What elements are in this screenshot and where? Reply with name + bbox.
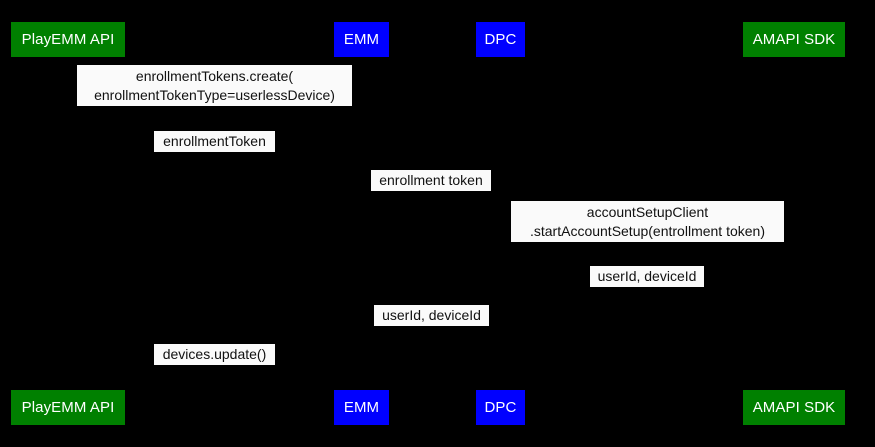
participant-header-amapi-sdk[interactable]: AMAPI SDK — [743, 22, 845, 57]
participant-footer-emm[interactable]: EMM — [334, 390, 389, 425]
message-label-devices-update-text: devices.update() — [162, 346, 267, 362]
message-arrow-6 — [361, 326, 500, 327]
message-label-enrollment-token-response: enrollmentToken — [154, 131, 275, 152]
message-label-enrollment-token-transfer-text: enrollment token — [379, 172, 483, 188]
participant-header-dpc[interactable]: DPC — [476, 22, 525, 57]
participant-footer-amapi-sdk[interactable]: AMAPI SDK — [743, 390, 845, 425]
message-arrow-5 — [500, 287, 794, 288]
message-label-userid-deviceid-from-dpc: userId, deviceId — [374, 305, 489, 326]
participant-footer-amapi-sdk-label: AMAPI SDK — [752, 399, 836, 416]
message-label-enrollment-tokens-create: enrollmentTokens.create( enrollmentToken… — [77, 65, 352, 106]
message-label-enrollment-tokens-create-text: enrollmentTokens.create( enrollmentToken… — [94, 67, 335, 103]
message-arrow-3 — [361, 191, 500, 192]
participant-header-emm-label: EMM — [343, 31, 380, 48]
participant-header-playemm-api[interactable]: PlayEMM API — [11, 22, 125, 57]
participant-header-dpc-label: DPC — [484, 31, 517, 48]
message-arrow-4 — [500, 242, 794, 243]
participant-footer-emm-label: EMM — [343, 399, 380, 416]
participant-footer-playemm-api[interactable]: PlayEMM API — [11, 390, 125, 425]
participant-footer-dpc-label: DPC — [484, 399, 517, 416]
message-label-start-account-setup-text: accountSetupClient .startAccountSetup(en… — [529, 203, 765, 239]
message-label-userid-deviceid-from-dpc-text: userId, deviceId — [382, 307, 481, 323]
lifeline-playemm-api — [68, 57, 69, 390]
message-label-userid-deviceid-from-sdk: userId, deviceId — [590, 266, 704, 287]
message-arrow-1 — [68, 106, 361, 107]
message-arrow-7 — [68, 365, 361, 366]
message-label-enrollment-token-response-text: enrollmentToken — [163, 133, 266, 149]
message-label-devices-update: devices.update() — [154, 344, 275, 365]
lifeline-emm — [361, 57, 362, 390]
participant-header-amapi-sdk-label: AMAPI SDK — [752, 31, 836, 48]
participant-header-emm[interactable]: EMM — [334, 22, 389, 57]
participant-header-playemm-api-label: PlayEMM API — [21, 31, 115, 48]
participant-footer-dpc[interactable]: DPC — [476, 390, 525, 425]
lifeline-amapi-sdk — [794, 57, 795, 390]
message-arrow-2 — [68, 152, 361, 153]
message-label-userid-deviceid-from-sdk-text: userId, deviceId — [597, 268, 697, 284]
lifeline-dpc — [500, 57, 501, 390]
participant-footer-playemm-api-label: PlayEMM API — [21, 399, 115, 416]
message-label-enrollment-token-transfer: enrollment token — [371, 170, 491, 191]
message-label-start-account-setup: accountSetupClient .startAccountSetup(en… — [511, 201, 784, 242]
